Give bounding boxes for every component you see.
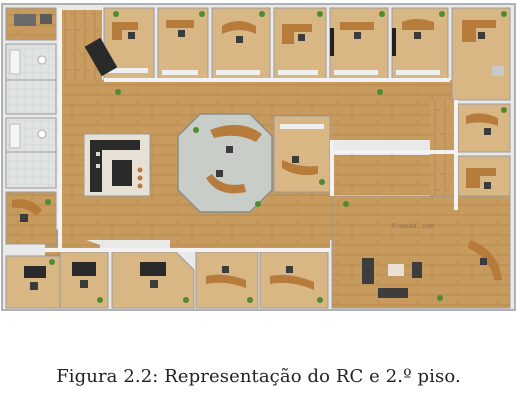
top-offices xyxy=(84,7,511,101)
open-office: © rebuild....com xyxy=(331,195,511,309)
bottom-offices xyxy=(5,251,329,309)
meeting-room xyxy=(177,113,273,213)
right-offices xyxy=(457,103,511,209)
interior-walls xyxy=(45,8,458,252)
floor-plan-rendering: © rebuild....com xyxy=(1,3,516,311)
left-service-rooms xyxy=(5,7,57,245)
kitchen xyxy=(83,133,151,197)
watermark-text: © rebuild....com xyxy=(392,223,434,230)
center-office xyxy=(273,115,331,193)
figure-caption: Figura 2.2: Representação do RC e 2.º pi… xyxy=(56,366,461,387)
